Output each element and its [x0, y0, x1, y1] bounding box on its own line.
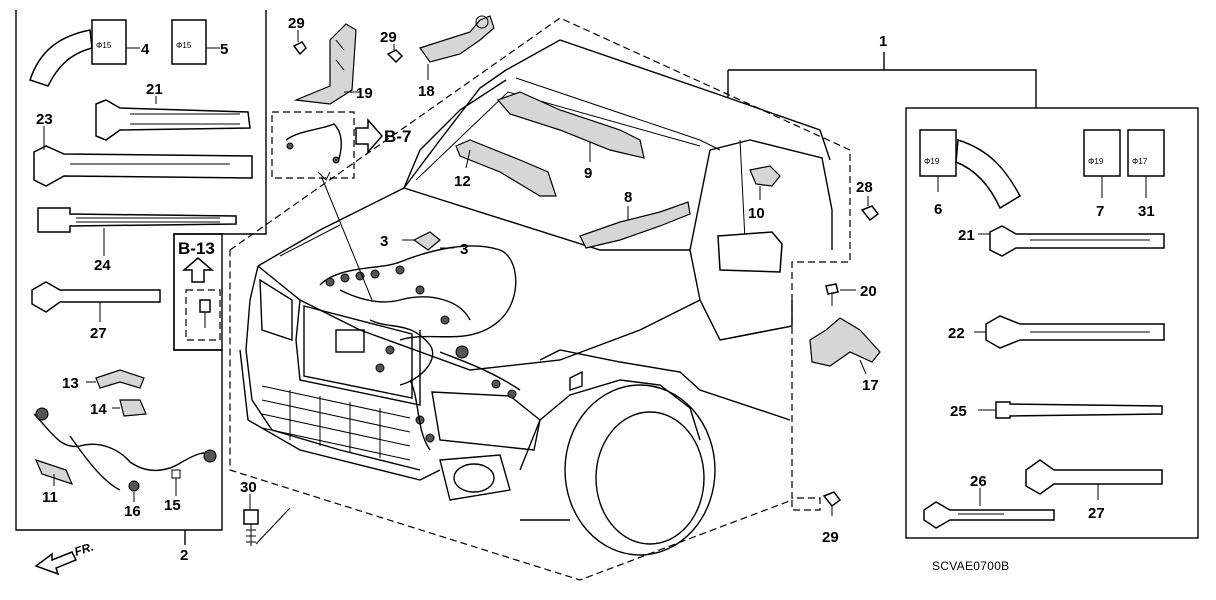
nut-16 — [128, 480, 140, 492]
part-code: SCVAE0700B — [932, 559, 1010, 573]
clip-7-marking: Φ19 — [1088, 157, 1104, 166]
band-23 — [33, 145, 253, 187]
bracket-10 — [749, 165, 781, 187]
section-ref-b13: B-13 — [178, 239, 215, 258]
callout-5: 5 — [220, 41, 228, 58]
callout-29-top-b: 29 — [380, 29, 397, 46]
clip-27-right — [1025, 459, 1163, 495]
callout-26: 26 — [970, 473, 987, 490]
bolt-15 — [171, 469, 181, 490]
callout-25: 25 — [950, 403, 967, 420]
clip-5 — [171, 19, 207, 65]
b7-subbox — [271, 111, 383, 301]
clip-4-hose — [29, 29, 93, 87]
clip-26 — [923, 501, 1055, 529]
callout-10: 10 — [748, 205, 765, 222]
section-ref-b7: B-7 — [384, 127, 411, 146]
callout-4: 4 — [141, 41, 150, 58]
callout-11: 11 — [42, 489, 58, 506]
clip-27-left — [31, 281, 161, 313]
bracket-18 — [419, 15, 495, 63]
bracket-17 — [809, 317, 881, 367]
callout-7: 7 — [1096, 203, 1104, 220]
callout-31: 31 — [1138, 203, 1155, 220]
callout-6: 6 — [934, 201, 942, 218]
callout-16: 16 — [124, 503, 141, 520]
callout-9: 9 — [584, 165, 592, 182]
left-parts-box — [15, 10, 267, 545]
engine-harness — [319, 245, 521, 451]
b7-arrow — [355, 118, 383, 154]
callout-15: 15 — [164, 497, 181, 514]
side-mirror — [717, 231, 783, 273]
clip-13 — [95, 369, 145, 389]
callout-2: 2 — [180, 547, 188, 564]
callout-30: 30 — [240, 479, 257, 496]
callout-3-a: 3 — [380, 233, 388, 250]
callout-21-left: 21 — [146, 81, 163, 98]
nut-28 — [860, 205, 880, 222]
right-parts-box — [727, 52, 1199, 539]
callout-1: 1 — [879, 33, 887, 50]
callout-14: 14 — [90, 401, 107, 418]
tie-25 — [995, 401, 1163, 419]
tie-24 — [37, 207, 237, 233]
callout-18: 18 — [418, 83, 435, 100]
leader-lines — [43, 30, 1147, 516]
callout-8: 8 — [624, 189, 632, 206]
dash-harness-8 — [579, 201, 691, 249]
b13-bolt — [199, 299, 211, 313]
callout-3-b: 3 — [460, 241, 468, 258]
dash-harness-9 — [496, 91, 645, 159]
clip-4-marking: Φ15 — [96, 41, 112, 50]
callout-27-left: 27 — [90, 325, 107, 342]
clip-11 — [34, 459, 74, 485]
dash-harness-12 — [455, 139, 557, 197]
callout-29-top-a: 29 — [288, 15, 305, 32]
callout-27-right: 27 — [1088, 505, 1105, 522]
harness-2 — [33, 413, 211, 471]
bracket-19 — [293, 23, 357, 105]
callout-12: 12 — [454, 173, 471, 190]
clip-31 — [1127, 129, 1165, 177]
callout-28: 28 — [856, 179, 873, 196]
clip-4 — [91, 19, 127, 65]
front-arrow — [34, 551, 78, 576]
clip-31-marking: Φ17 — [1132, 157, 1148, 166]
callout-24: 24 — [94, 257, 111, 274]
callout-22: 22 — [948, 325, 965, 342]
callout-17: 17 — [862, 377, 879, 394]
clip-7 — [1083, 129, 1121, 177]
band-21-right — [989, 225, 1165, 257]
vehicle-body — [239, 39, 833, 556]
clip-5-marking: Φ15 — [176, 41, 192, 50]
clip-3 — [412, 231, 441, 251]
bolt-20 — [825, 283, 839, 295]
callout-29-lower: 29 — [822, 529, 839, 546]
bolt-30 — [243, 509, 259, 525]
bolt-29-lower — [822, 491, 842, 508]
bolt-29-top-b — [386, 49, 404, 64]
clip-6-marking: Φ19 — [924, 157, 940, 166]
assembly-dashed-outline — [229, 17, 851, 581]
callout-20: 20 — [860, 283, 877, 300]
band-21-left — [95, 99, 251, 141]
bolt-29-top-a — [292, 41, 307, 56]
clip-6-hose — [955, 139, 1021, 210]
clip-6 — [919, 129, 957, 177]
callout-21-right: 21 — [958, 227, 975, 244]
callout-19: 19 — [356, 85, 373, 102]
front-label: FR. — [73, 540, 96, 559]
callout-13: 13 — [62, 375, 79, 392]
b13-arrow — [181, 257, 215, 283]
callout-23: 23 — [36, 111, 53, 128]
clip-14 — [119, 399, 147, 417]
